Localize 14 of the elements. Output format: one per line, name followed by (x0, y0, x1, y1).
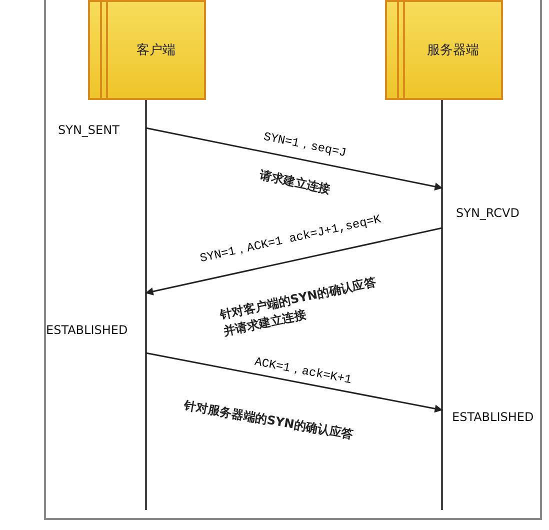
arrow (146, 352, 443, 413)
message-description: 针对服务器端的SYN的确认应答 (182, 396, 354, 444)
state-label: SYN_SENT (58, 123, 120, 137)
message-description: 针对客户端的SYN的确认应答并请求建立连接 (218, 274, 378, 340)
edge-label: SYN=1，seq=J (262, 128, 348, 161)
participant-name: 客户端 (136, 42, 176, 60)
arrow (145, 227, 442, 296)
participant-name: 服务器端 (426, 42, 480, 60)
message-description: 请求建立连接 (258, 166, 332, 198)
state-label: SYN_RCVD (456, 206, 520, 220)
edge-label: ACK=1，ack=K+1 (253, 353, 354, 388)
arrow (146, 127, 443, 190)
state-label: ESTABLISHED (452, 410, 534, 424)
state-label: ESTABLISHED (46, 323, 128, 337)
